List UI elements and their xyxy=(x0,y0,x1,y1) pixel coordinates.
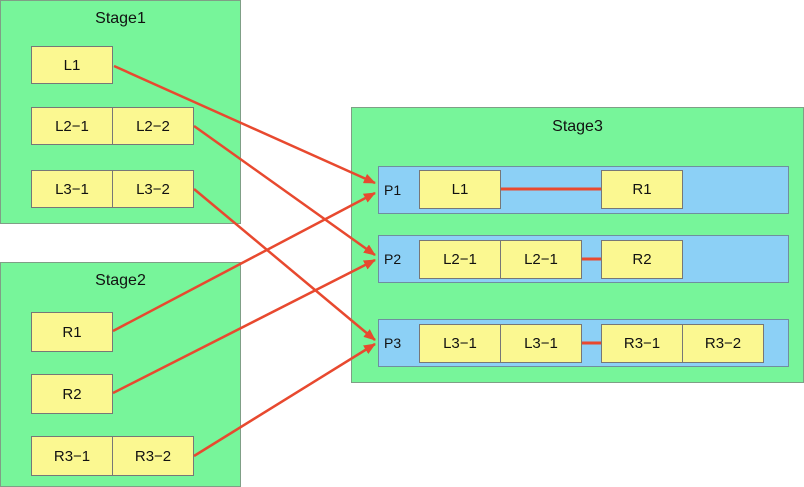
stage1-title: Stage1 xyxy=(95,10,146,27)
stage1-block-l2-1: L2−1 xyxy=(31,107,113,145)
p3-block-r3-1: R3−1 xyxy=(601,324,683,363)
arrow-r2-to-p2 xyxy=(112,258,376,395)
stage2-block-r3-1: R3−1 xyxy=(31,436,113,476)
p2-block-r2: R2 xyxy=(601,240,683,279)
partition-p3-label: P3 xyxy=(384,335,402,351)
p2-block-l2-1-b: L2−1 xyxy=(500,240,582,279)
arrow-l1-to-p1 xyxy=(113,64,376,185)
arrow-r3-2-to-p3 xyxy=(193,342,376,458)
stage3-title: Stage3 xyxy=(552,118,603,135)
p3-block-l3-1-b: L3−1 xyxy=(500,324,582,363)
arrow-l2-2-to-p2 xyxy=(193,124,376,257)
p1-block-l1: L1 xyxy=(419,170,501,209)
stage1-block-l2-2: L2−2 xyxy=(112,107,194,145)
p3-block-r3-2: R3−2 xyxy=(682,324,764,363)
arrow-r1-to-p1 xyxy=(112,191,376,333)
partition-p1-label: P1 xyxy=(384,182,402,198)
p2-block-l2-1-a: L2−1 xyxy=(419,240,501,279)
stage1-block-l3-2: L3−2 xyxy=(112,170,194,208)
stage2-block-r1: R1 xyxy=(31,312,113,352)
partition-p2-label: P2 xyxy=(384,251,402,267)
arrow-l3-2-to-p3 xyxy=(193,188,376,341)
stage2-title: Stage2 xyxy=(95,272,146,289)
p1-block-r1: R1 xyxy=(601,170,683,209)
stage2-block-r2: R2 xyxy=(31,374,113,414)
stage1-block-l3-1: L3−1 xyxy=(31,170,113,208)
stage2-block-r3-2: R3−2 xyxy=(112,436,194,476)
stage1-block-l1: L1 xyxy=(31,46,113,84)
